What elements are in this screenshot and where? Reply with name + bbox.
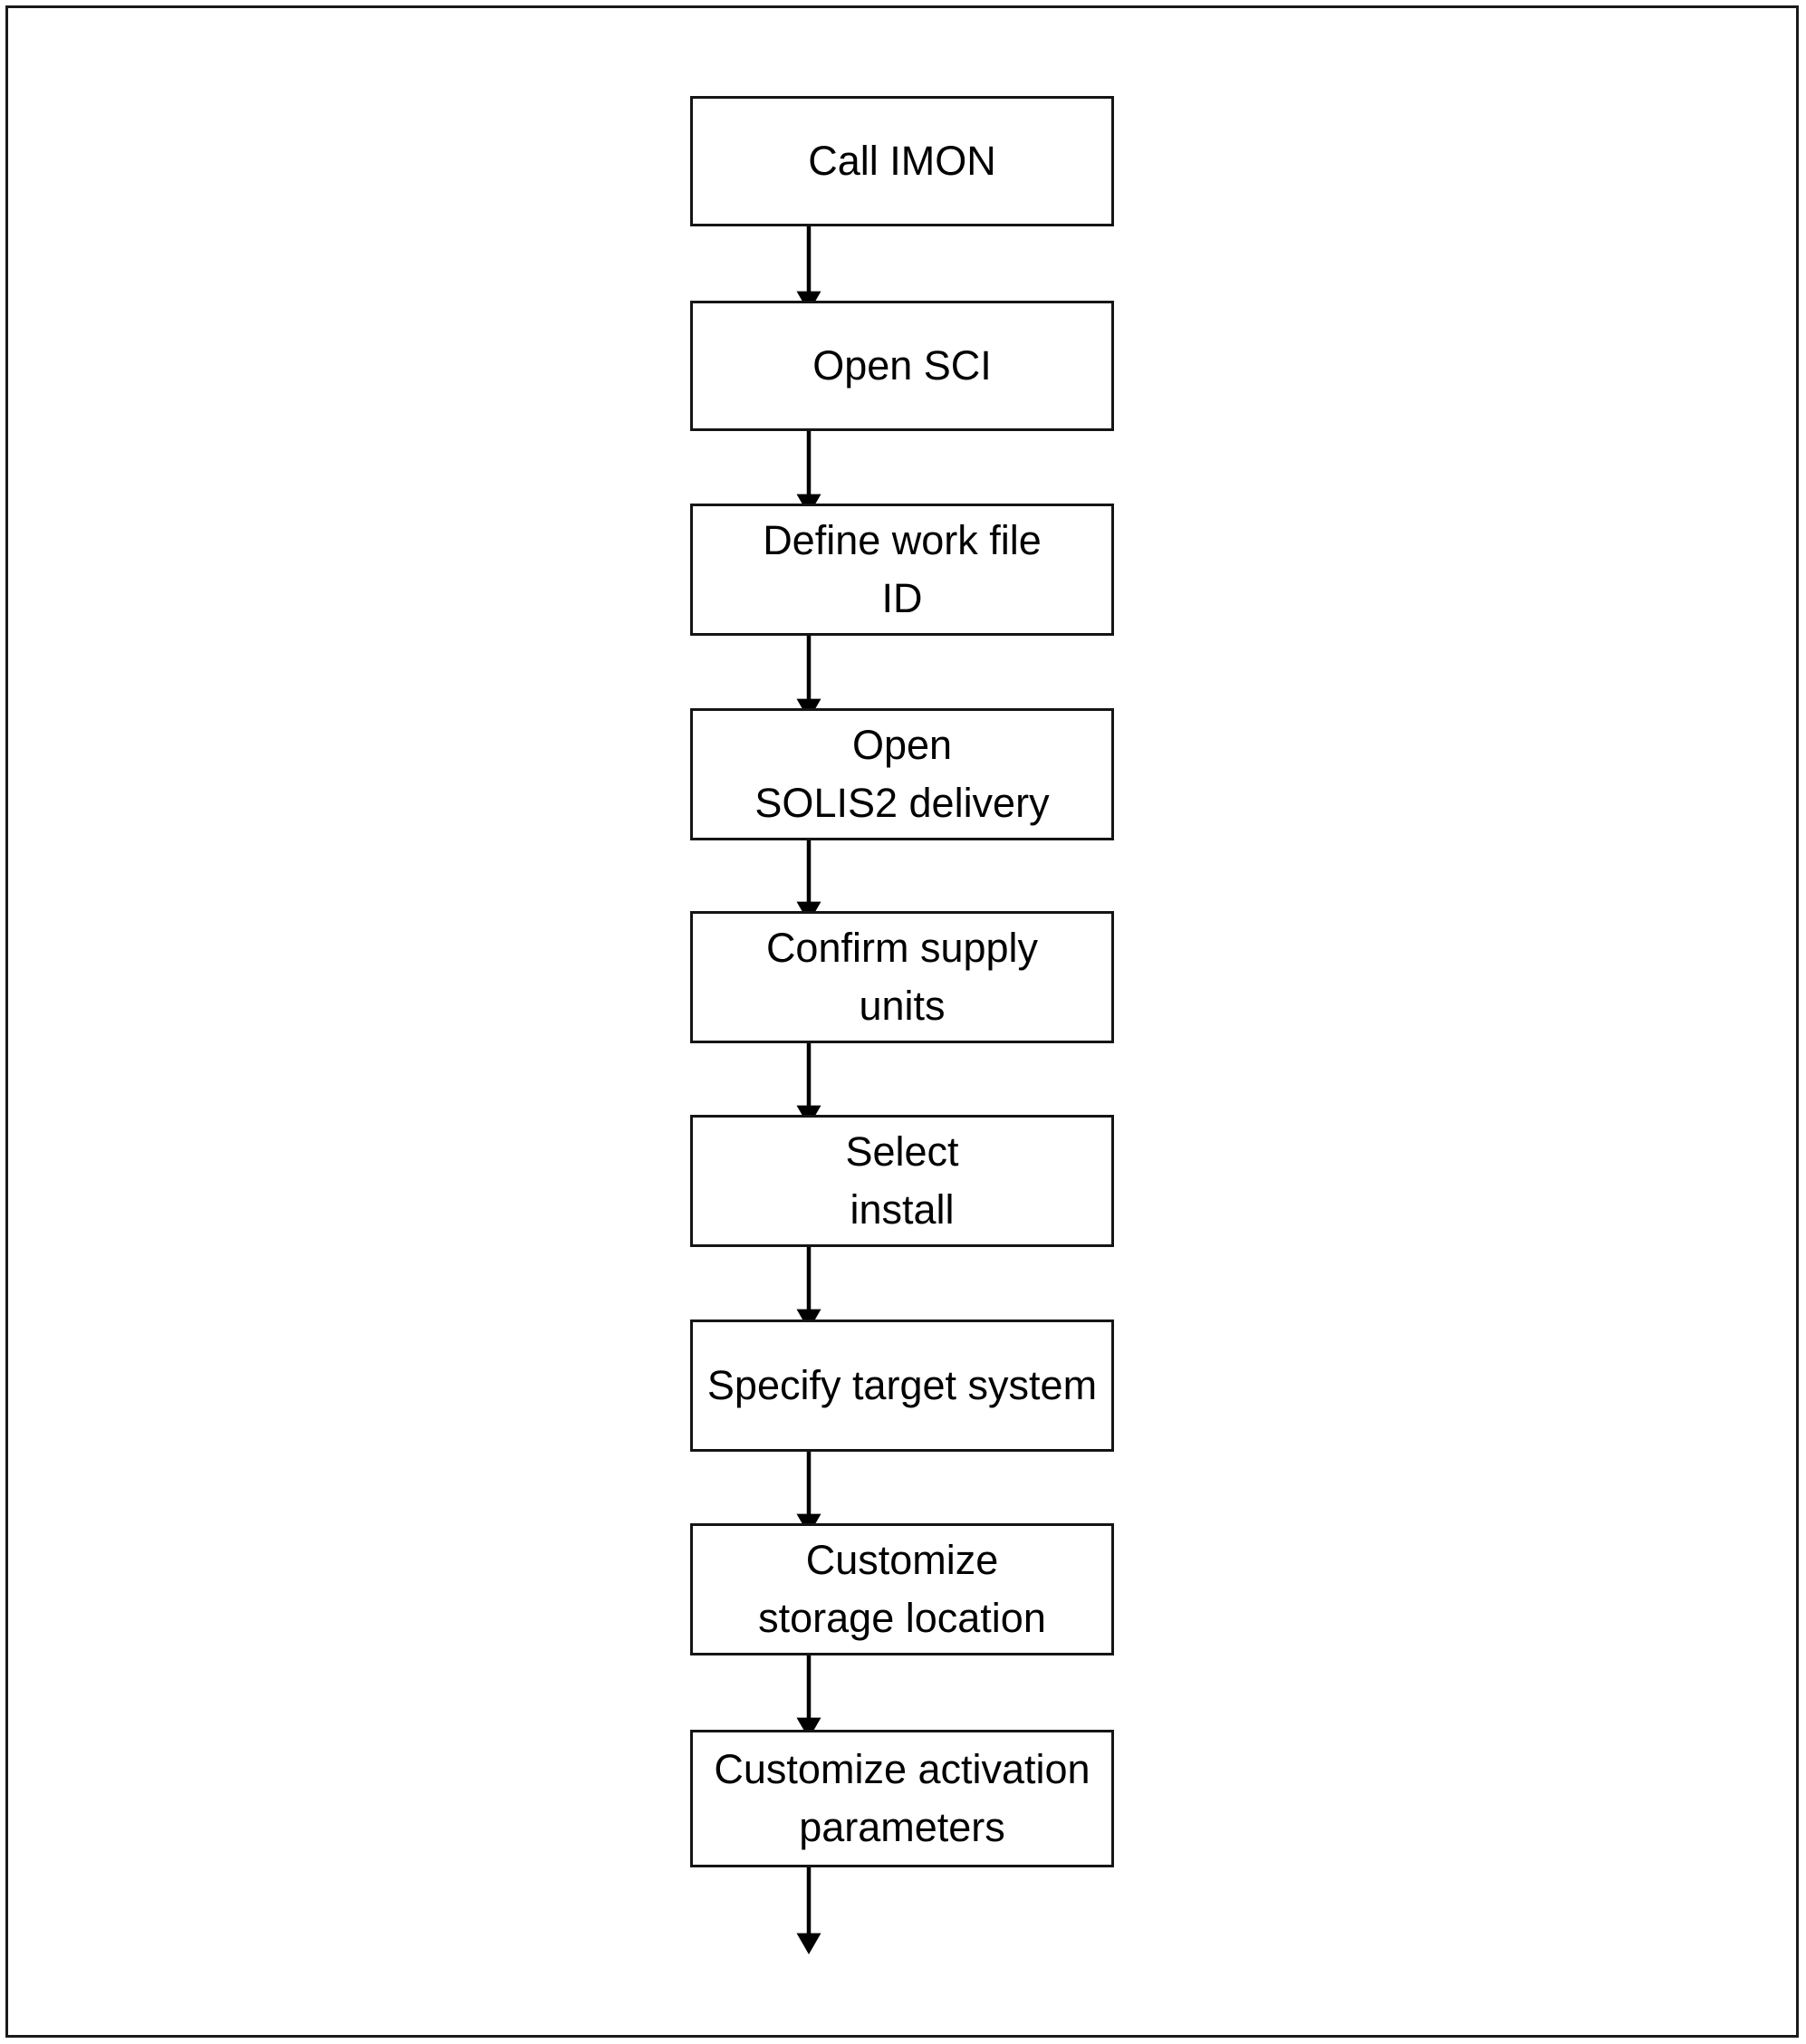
flow-node-specify-target-system[interactable]: Specify target system	[690, 1319, 1114, 1452]
flow-node-customize-storage-location[interactable]: Customize storage location	[690, 1523, 1114, 1655]
flow-node-label: Define work file	[763, 517, 1042, 564]
flow-node-label: Select	[845, 1128, 959, 1176]
flow-node-label: Open SCI	[812, 342, 992, 389]
flow-node-label: SOLIS2 delivery	[754, 780, 1050, 826]
flow-node-call-imon[interactable]: Call IMON	[690, 96, 1114, 226]
flow-node-label: install	[850, 1186, 955, 1233]
flow-node-label: Call IMON	[808, 138, 996, 185]
flow-node-customize-activation-parameters[interactable]: Customize activation parameters	[690, 1730, 1114, 1867]
flow-node-label: Specify target system	[706, 1362, 1098, 1409]
flow-node-label: units	[859, 983, 946, 1029]
flow-node-label: parameters	[799, 1804, 1005, 1850]
flow-node-confirm-supply-units[interactable]: Confirm supply units	[690, 911, 1114, 1043]
flow-node-label: Open	[851, 722, 953, 769]
flow-node-define-work-file-id[interactable]: Define work file ID	[690, 504, 1114, 636]
flow-node-label: Customize activation	[714, 1746, 1090, 1793]
flow-node-label: Customize	[805, 1537, 999, 1584]
flow-node-open-solis2-delivery[interactable]: Open SOLIS2 delivery	[690, 708, 1114, 840]
flow-node-open-sci[interactable]: Open SCI	[690, 301, 1114, 431]
flow-node-select-install[interactable]: Select install	[690, 1115, 1114, 1247]
flow-node-label: storage location	[758, 1595, 1046, 1641]
flow-node-label: ID	[881, 575, 923, 621]
flow-node-label: Confirm supply	[765, 925, 1039, 972]
